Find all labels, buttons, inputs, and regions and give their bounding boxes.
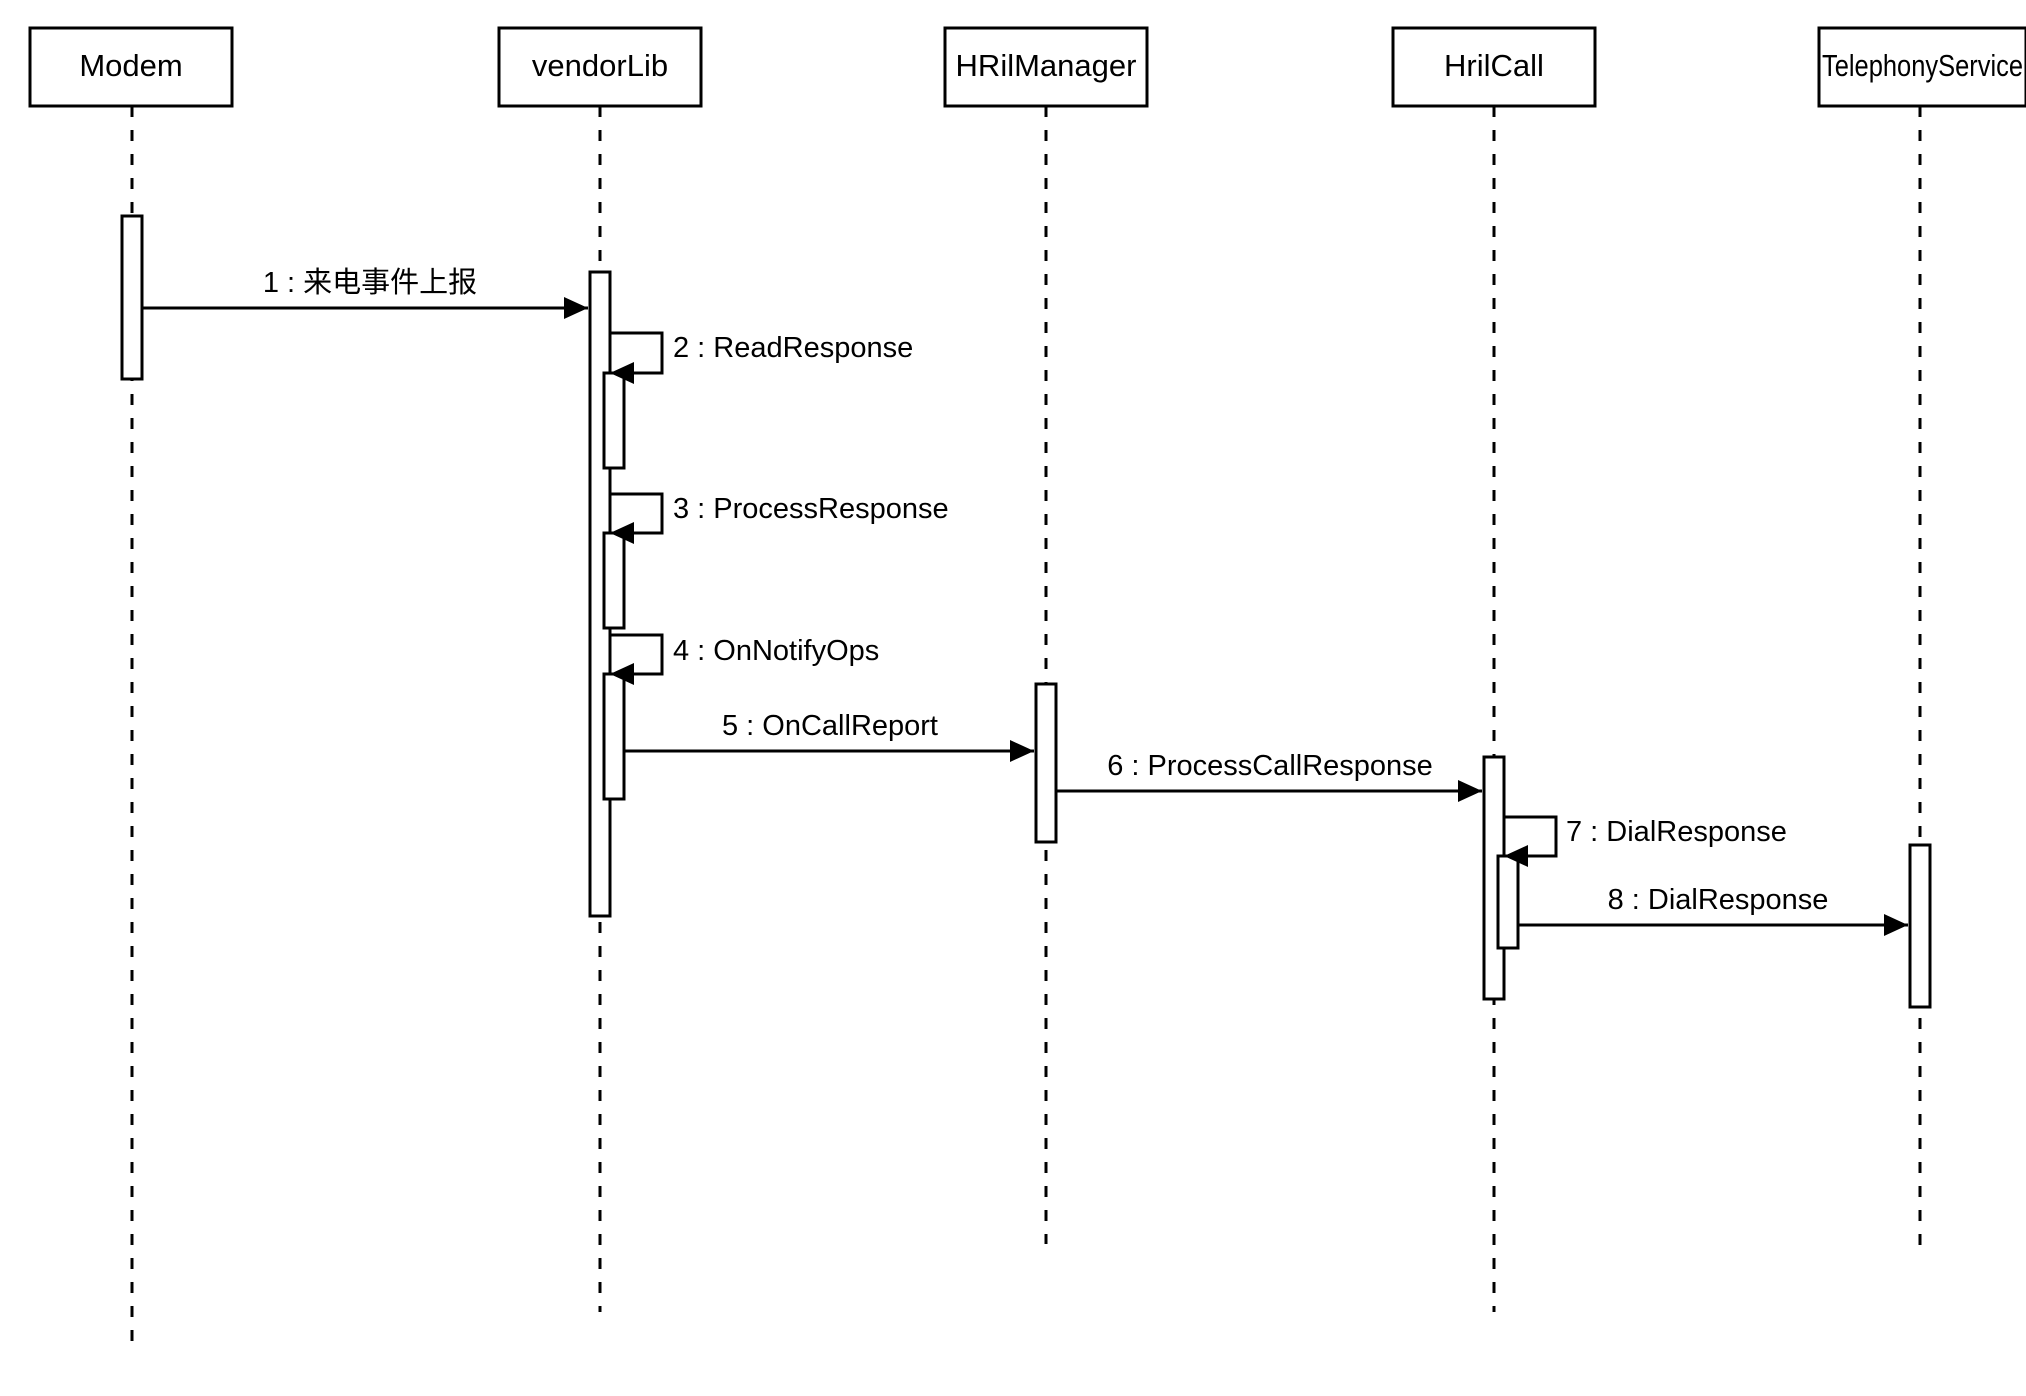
message-4: 4 : OnNotifyOps bbox=[610, 633, 879, 685]
message-8: 8 : DialResponse bbox=[1518, 884, 1908, 936]
participant-header-modem[interactable]: Modem bbox=[28, 26, 234, 108]
participant-header-hrilmanager[interactable]: HRilManager bbox=[943, 26, 1149, 108]
arrow-head-left bbox=[610, 522, 634, 544]
message-label: 1 : 来电事件上报 bbox=[263, 266, 477, 299]
arrow-head-right bbox=[1458, 780, 1482, 802]
message-7: 7 : DialResponse bbox=[1504, 815, 1787, 867]
message-3: 3 : ProcessResponse bbox=[610, 492, 949, 544]
participant-header-vendorlib[interactable]: vendorLib bbox=[497, 26, 703, 108]
participant-box[interactable] bbox=[1817, 26, 2026, 108]
participant-box[interactable] bbox=[28, 26, 234, 108]
participant-header-telephonyservice[interactable]: TelephonyService bbox=[1817, 26, 2026, 108]
participant-label: vendorLib bbox=[532, 48, 668, 83]
participant-label: Modem bbox=[79, 48, 182, 83]
activation-bar-vendorlib bbox=[602, 371, 626, 470]
arrow-head-left bbox=[1504, 845, 1528, 867]
participant-box[interactable] bbox=[497, 26, 703, 108]
message-self-loop bbox=[610, 331, 664, 375]
message-self-loop bbox=[610, 633, 664, 676]
activation-bar-telephonyservice bbox=[1908, 843, 1932, 1009]
participant-box[interactable] bbox=[1391, 26, 1597, 108]
activations-layer bbox=[120, 214, 1932, 1009]
participant-label: HRilManager bbox=[956, 48, 1137, 83]
arrow-head-right bbox=[1884, 914, 1908, 936]
participant-label: HrilCall bbox=[1444, 48, 1544, 83]
message-5: 5 : OnCallReport bbox=[624, 710, 1034, 762]
message-label: 6 : ProcessCallResponse bbox=[1107, 750, 1433, 782]
activation-bar-vendorlib bbox=[602, 531, 626, 630]
message-label: 8 : DialResponse bbox=[1608, 884, 1829, 916]
activation-bar-modem bbox=[120, 214, 144, 381]
message-self-loop bbox=[610, 492, 664, 535]
participant-box[interactable] bbox=[943, 26, 1149, 108]
participant-header-hrilcall[interactable]: HrilCall bbox=[1391, 26, 1597, 108]
arrow-head-left bbox=[610, 663, 634, 685]
arrow-head-left bbox=[610, 362, 634, 384]
activation-bar-hrilcall bbox=[1496, 854, 1520, 950]
message-label: 5 : OnCallReport bbox=[722, 710, 938, 742]
message-2: 2 : ReadResponse bbox=[610, 331, 913, 384]
arrow-head-right bbox=[1010, 740, 1034, 762]
message-label: 4 : OnNotifyOps bbox=[673, 635, 879, 667]
arrow-head-right bbox=[564, 297, 588, 319]
activation-bar-hrilmanager bbox=[1034, 682, 1058, 844]
message-6: 6 : ProcessCallResponse bbox=[1056, 750, 1482, 802]
messages-layer: 1 : 来电事件上报 2 : ReadResponse 3 : ProcessRes… bbox=[142, 266, 1908, 936]
participant-headers-layer: Modem vendorLib HRilManager HrilCall Telepho… bbox=[28, 26, 2026, 108]
activation-bar-vendorlib bbox=[602, 672, 626, 801]
message-label: 7 : DialResponse bbox=[1566, 816, 1787, 848]
message-self-loop bbox=[1504, 815, 1558, 858]
message-1: 1 : 来电事件上报 bbox=[142, 266, 588, 319]
message-label: 2 : ReadResponse bbox=[673, 332, 913, 364]
message-label: 3 : ProcessResponse bbox=[673, 493, 949, 525]
participant-label: TelephonyService bbox=[1822, 48, 2023, 83]
